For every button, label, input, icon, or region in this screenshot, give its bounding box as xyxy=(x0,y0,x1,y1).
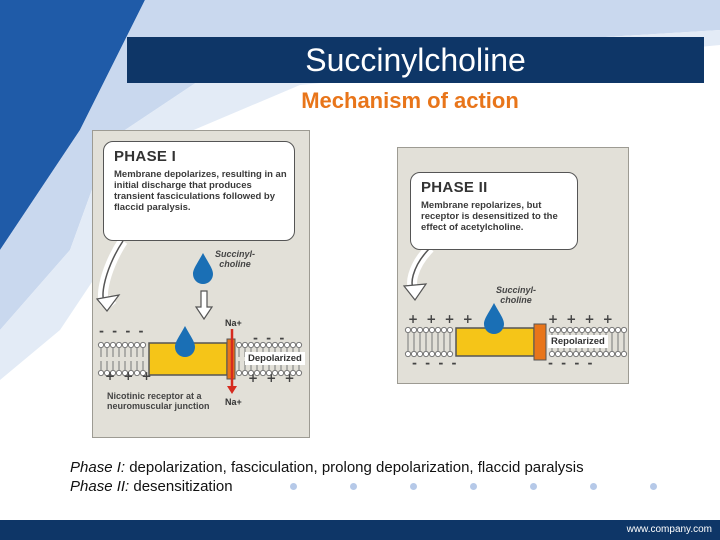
footer-url: www.company.com xyxy=(626,524,712,535)
phase-1-charges-top-right: - - - xyxy=(253,331,287,345)
phase-1-na-bottom: Na+ xyxy=(225,397,242,407)
decorative-dot xyxy=(530,483,537,490)
phase-2-title: PHASE II xyxy=(421,179,488,196)
phase-2-membrane xyxy=(404,326,628,358)
phase-2-drug-label: Succinyl-choline xyxy=(495,285,536,305)
phase-1-charges-bottom-right: + + + xyxy=(248,371,297,385)
phase-1-na-top: Na+ xyxy=(225,318,242,328)
phase-1-charges-bottom-left: + + + xyxy=(105,369,154,383)
phase-1-description: Membrane depolarizes, resulting in an in… xyxy=(114,169,287,213)
decorative-dots xyxy=(290,483,670,493)
phase-1-charges-top-left: - - - - xyxy=(99,324,146,338)
decorative-dot xyxy=(590,483,597,490)
phase-2-state-label: Repolarized xyxy=(548,335,608,348)
decorative-dot xyxy=(650,483,657,490)
slide-subtitle: Mechanism of action xyxy=(301,88,519,113)
phase-2-panel: PHASE II Membrane repolarizes, but recep… xyxy=(397,147,629,384)
phase-2-charges-top-right: + + + + xyxy=(548,312,615,326)
phase-1-title: PHASE I xyxy=(114,148,177,165)
phase-2-description: Membrane repolarizes, but receptor is de… xyxy=(421,200,558,233)
phase-1-state-label: Depolarized xyxy=(245,352,305,365)
phase-2-charges-bottom-left: - - - - xyxy=(412,356,459,370)
caption-line-2: Phase II: desensitization xyxy=(70,477,690,496)
phase-1-panel: PHASE I Membrane depolarizes, resulting … xyxy=(92,130,310,438)
footer-bar: www.company.com xyxy=(0,520,720,540)
phase-1-receptor-label: Nicotinic receptor at a neuromuscular ju… xyxy=(107,391,210,411)
decorative-dot xyxy=(410,483,417,490)
caption-phase-2-text: desensitization xyxy=(129,478,233,495)
phase-2-charges-bottom-right: - - - - xyxy=(548,356,595,370)
decorative-dot xyxy=(290,483,297,490)
caption-phase-1-prefix: Phase I: xyxy=(70,459,126,476)
phase-2-callout: PHASE II Membrane repolarizes, but recep… xyxy=(410,172,578,250)
decorative-dot xyxy=(350,483,357,490)
caption-phase-1-text: depolarization, fasciculation, prolong d… xyxy=(125,459,584,476)
caption: Phase I: depolarization, fasciculation, … xyxy=(70,458,690,496)
phase-1-callout: PHASE I Membrane depolarizes, resulting … xyxy=(103,141,295,241)
caption-phase-2-prefix: Phase II: xyxy=(70,478,130,495)
phase-1-drug-label: Succinyl-choline xyxy=(214,249,255,269)
caption-line-1: Phase I: depolarization, fasciculation, … xyxy=(70,458,690,477)
decorative-dot xyxy=(470,483,477,490)
phase-2-charges-top-left: + + + + xyxy=(408,312,475,326)
slide-title: Succinylcholine xyxy=(127,37,704,83)
phase-2-diagram xyxy=(402,244,628,361)
